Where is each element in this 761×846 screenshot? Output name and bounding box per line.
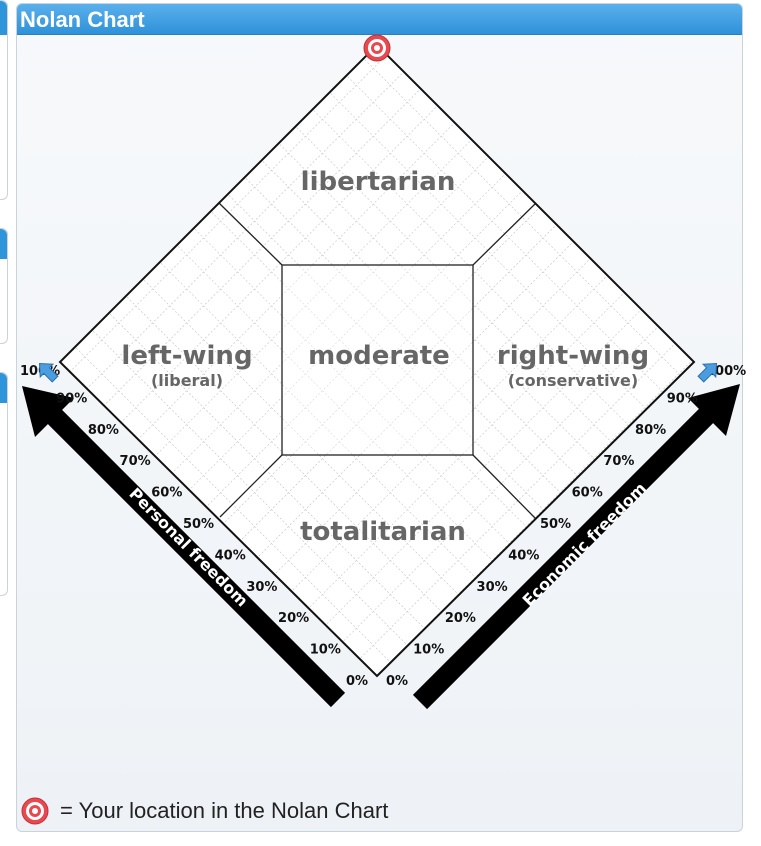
personal-freedom-pointer-icon xyxy=(38,362,59,383)
economic-freedom-tick-label: 70% xyxy=(603,454,634,469)
panel-header: Nolan Chart xyxy=(17,4,742,35)
personal-freedom-tick-label: 10% xyxy=(310,643,341,658)
divider-line xyxy=(472,454,537,520)
economic-freedom-tick-label: 60% xyxy=(572,486,603,501)
left-side-panel-edge xyxy=(0,228,8,344)
economic-freedom-tick-label: 30% xyxy=(477,580,508,595)
divider-line xyxy=(218,202,283,266)
personal-freedom-ticks: 0% 10% 20% 30% 40% 50% 60% 70% 80% 90% xyxy=(56,391,368,689)
personal-freedom-tick-label: 0% xyxy=(346,674,368,689)
left-side-panel-edge xyxy=(0,372,8,596)
region-label-left-wing: left-wing xyxy=(121,341,252,371)
region-sublabel-conservative: (conservative) xyxy=(508,371,638,390)
region-label-moderate: moderate xyxy=(308,341,450,371)
left-side-panel-edge xyxy=(0,0,8,200)
economic-freedom-pointer-icon xyxy=(697,362,718,383)
personal-freedom-tick-label: 80% xyxy=(88,423,119,438)
divider-line xyxy=(219,454,283,518)
personal-freedom-tick-label: 70% xyxy=(120,454,151,469)
economic-freedom-tick-label: 80% xyxy=(635,423,666,438)
target-marker-icon xyxy=(21,797,49,825)
region-label-right-wing: right-wing xyxy=(497,341,649,371)
economic-freedom-tick-label: 90% xyxy=(667,391,698,406)
personal-freedom-tick-label: 30% xyxy=(246,580,277,595)
chart-legend: = Your location in the Nolan Chart xyxy=(20,796,388,826)
region-label-libertarian: libertarian xyxy=(301,167,456,197)
economic-freedom-tick-label: 10% xyxy=(413,643,444,658)
divider-line xyxy=(472,202,537,266)
moderate-region-box xyxy=(281,264,474,456)
personal-freedom-tick-label: 60% xyxy=(151,486,182,501)
personal-freedom-tick-label: 20% xyxy=(278,611,309,626)
region-sublabel-liberal: (liberal) xyxy=(151,371,223,390)
legend-text: = Your location in the Nolan Chart xyxy=(60,798,389,823)
economic-freedom-tick-label: 20% xyxy=(445,611,476,626)
your-location-marker-icon xyxy=(363,34,391,62)
personal-freedom-tick-label: 40% xyxy=(215,548,246,563)
personal-freedom-tick-label: 50% xyxy=(183,517,214,532)
economic-freedom-ticks: 0% 10% 20% 30% 40% 50% 60% 70% 80% 90% xyxy=(386,391,698,689)
panel-title: Nolan Chart xyxy=(20,7,145,32)
region-label-totalitarian: totalitarian xyxy=(300,517,466,547)
economic-freedom-tick-label: 40% xyxy=(508,548,539,563)
economic-freedom-tick-label: 50% xyxy=(540,517,571,532)
region-dividers xyxy=(218,202,537,520)
personal-freedom-tick-label: 90% xyxy=(56,391,87,406)
chart-diamond-outline xyxy=(58,43,696,678)
economic-freedom-tick-label: 0% xyxy=(386,674,408,689)
